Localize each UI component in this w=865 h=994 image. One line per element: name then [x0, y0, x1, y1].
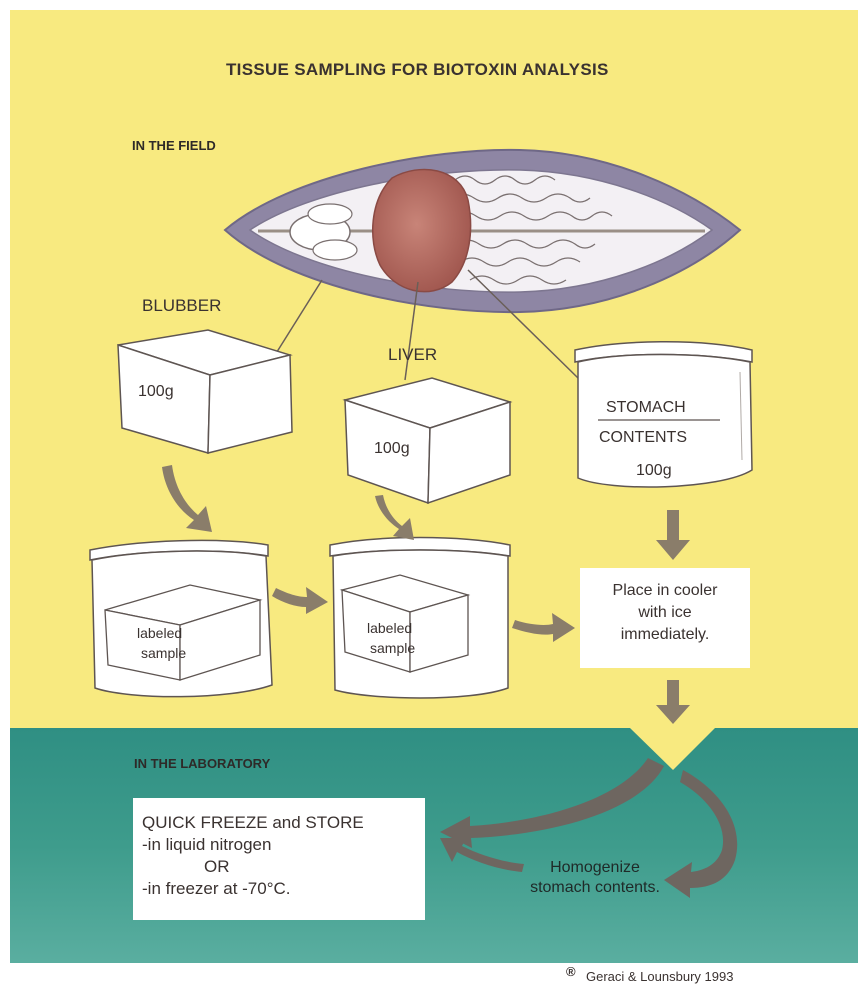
stomach-label-line2: CONTENTS: [599, 429, 687, 446]
liver-weight: 100g: [374, 440, 410, 457]
blubber-label: BLUBBER: [142, 296, 222, 315]
freeze-line2: -in liquid nitrogen: [142, 835, 272, 854]
liver-label: LIVER: [388, 345, 438, 364]
freeze-text: QUICK FREEZE and STORE -in liquid nitrog…: [142, 812, 364, 900]
section-lab-label: IN THE LABORATORY: [134, 756, 271, 771]
sample-bag-1: [89, 539, 273, 698]
bag2-label-line2: sample: [370, 640, 416, 656]
bag1-label-line2: sample: [141, 645, 187, 661]
freeze-line4: -in freezer at -70°C.: [142, 879, 291, 898]
credit-symbol: ®: [566, 964, 576, 979]
liver-organ: [371, 168, 472, 293]
flow-arrows: [162, 465, 715, 770]
stomach-label-line1: STOMACH: [606, 399, 686, 416]
credit-text: Geraci & Lounsbury 1993: [586, 969, 734, 984]
homogenize-line2: stomach contents.: [530, 879, 660, 896]
bag1-label-line1: labeled: [137, 625, 183, 641]
cooler-text: Place in cooler with ice immediately.: [580, 580, 750, 646]
cooler-line1: Place in cooler: [612, 582, 718, 599]
cooler-line3: immediately.: [620, 626, 710, 643]
stomach-weight: 100g: [636, 462, 672, 479]
diagram-title: TISSUE SAMPLING FOR BIOTOXIN ANALYSIS: [226, 60, 609, 79]
cooler-line2: with ice: [638, 604, 692, 621]
freeze-line3: OR: [204, 857, 230, 876]
stomach-bag: [574, 341, 753, 488]
freeze-box: [133, 798, 425, 920]
lab-arrows: [440, 758, 738, 898]
sample-bag-2: [329, 536, 511, 699]
blubber-weight: 100g: [138, 383, 174, 400]
freeze-line1: QUICK FREEZE and STORE: [142, 813, 364, 832]
bag2-label-line1: labeled: [367, 620, 413, 636]
section-field-label: IN THE FIELD: [132, 138, 216, 153]
homogenize-text: Homogenize stomach contents.: [495, 858, 695, 898]
liver-block: [342, 377, 513, 505]
homogenize-line1: Homogenize: [550, 859, 640, 876]
blubber-block: [117, 329, 293, 454]
cooler-box: [580, 568, 750, 668]
